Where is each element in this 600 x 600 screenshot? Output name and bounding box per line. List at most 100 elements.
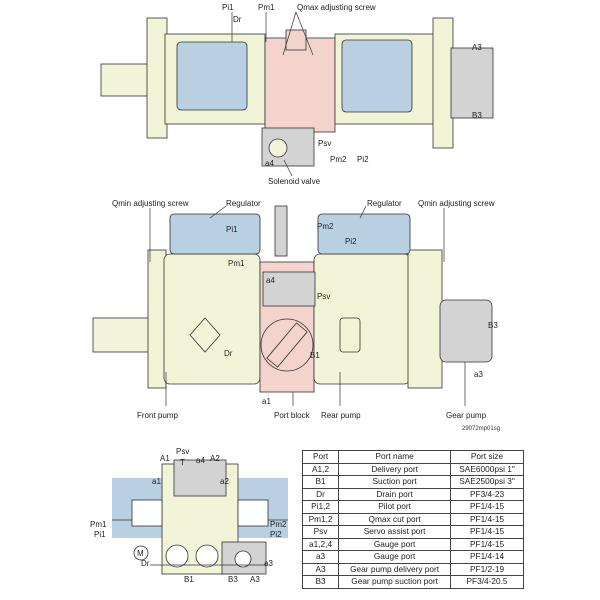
circuit-label-b1: B1 <box>184 575 194 584</box>
side-leader-regulator-left <box>209 205 227 219</box>
circuit-label-pi2: Pi2 <box>270 530 282 539</box>
cell-port: A3 <box>301 562 340 576</box>
cell-port-name: Gauge port <box>338 550 452 564</box>
circuit-label-pi1: Pi1 <box>94 530 106 539</box>
side-leader-regulator-right <box>359 205 367 219</box>
cell-port-name: Gauge port <box>338 537 452 551</box>
top-solenoid-body <box>261 127 315 167</box>
circuit-gear-pump <box>234 550 252 568</box>
cell-port-size: PF1/4-14 <box>450 550 524 564</box>
circuit-pump-rear <box>195 544 219 568</box>
side-flange-right <box>407 249 443 389</box>
top-regulator-rear <box>341 39 413 113</box>
side-regulator-rear <box>317 213 411 255</box>
side-solenoid-body <box>262 271 316 307</box>
side-view: Qmin adjusting screw Regulator Regulator… <box>92 199 500 432</box>
cell-port-name: Drain port <box>338 487 452 501</box>
top-label-b3: B3 <box>472 111 482 120</box>
cell-port-size: PF1/4-15 <box>450 500 524 514</box>
side-label-pm2: Pm2 <box>317 222 334 231</box>
cell-port-name: Servo assist port <box>338 525 452 539</box>
top-flange-right <box>432 17 454 149</box>
side-label-psv: Psv <box>317 292 330 301</box>
top-label-a4: a4 <box>265 159 274 168</box>
side-rear-pump-body <box>313 253 411 385</box>
top-label-a3: A3 <box>472 43 482 52</box>
top-gear-pump <box>450 47 494 119</box>
cell-port: B3 <box>301 575 340 589</box>
top-flange-left <box>146 17 168 139</box>
side-label-qmin-right: Qmin adjusting screw <box>418 199 495 208</box>
top-solenoid-coil <box>268 138 288 158</box>
header-port: Port <box>301 450 340 464</box>
hydraulic-circuit: Psv A1 T a4 A2 a1 a2 Pm1 Pi1 Pm2 Pi2 M D… <box>90 447 288 584</box>
top-view: Pi1 Pm1 Qmax adjusting screw Dr A3 B3 Ps… <box>100 3 494 186</box>
top-shaft <box>100 63 152 97</box>
cell-port-size: PF1/4-15 <box>450 512 524 526</box>
circuit-label-a4: a4 <box>196 456 205 465</box>
cell-port: A1,2 <box>301 462 340 476</box>
side-label-port-block: Port block <box>274 411 311 420</box>
circuit-label-a1-up: A1 <box>160 454 170 463</box>
side-label-regulator-right: Regulator <box>367 199 402 208</box>
side-gear-pump <box>439 299 493 363</box>
circuit-label-dr: Dr <box>141 559 150 568</box>
header-port-name: Port name <box>338 450 452 464</box>
cell-port: B1 <box>301 475 340 489</box>
side-regulator-front <box>169 213 261 255</box>
side-label-gear-pump: Gear pump <box>446 411 487 420</box>
top-label-dr: Dr <box>233 15 242 24</box>
cell-port-name: Suction port <box>338 475 452 489</box>
side-front-pump-body <box>163 253 261 385</box>
cell-port-size: PF3/4-20.5 <box>450 575 524 589</box>
circuit-label-t: T <box>180 458 185 467</box>
side-label-regulator-left: Regulator <box>226 199 261 208</box>
circuit-regulator-right <box>237 499 269 527</box>
cell-port-size: PF1/2-19 <box>450 562 524 576</box>
circuit-motor <box>133 545 149 561</box>
circuit-label-a3: a3 <box>264 559 273 568</box>
side-label-front-pump: Front pump <box>137 411 178 420</box>
cell-port: a3 <box>301 550 340 564</box>
side-label-pi1: Pi1 <box>226 225 238 234</box>
cell-port-name: Gear pump delivery port <box>338 562 452 576</box>
side-solenoid-stem <box>274 205 288 257</box>
side-label-a3: a3 <box>474 370 483 379</box>
cell-port-size: PF3/4-23 <box>450 487 524 501</box>
circuit-label-a1-low: a1 <box>152 477 161 486</box>
side-window-rear <box>339 317 361 353</box>
cell-port-size: SAE6000psi 1" <box>450 462 524 476</box>
cell-port-size: SAE2500psi 3" <box>450 475 524 489</box>
top-leader-solenoid <box>283 159 293 177</box>
circuit-label-b3: B3 <box>228 575 238 584</box>
side-label-rear-pump: Rear pump <box>321 411 361 420</box>
side-label-a4: a4 <box>266 276 275 285</box>
cell-port-size: PF1/4-15 <box>450 525 524 539</box>
cell-port: Pm1,2 <box>301 512 340 526</box>
circuit-label-a2-low: a2 <box>220 477 229 486</box>
cell-port-name: Delivery port <box>338 462 452 476</box>
circuit-label-pm2: Pm2 <box>270 520 287 529</box>
cell-port-size: PF1/4-15 <box>450 537 524 551</box>
cell-port-name: Gear pump suction port <box>338 575 452 589</box>
top-label-psv: Psv <box>318 139 331 148</box>
side-label-dr: Dr <box>224 349 233 358</box>
circuit-pump-front <box>165 544 189 568</box>
top-label-pi2: Pi2 <box>357 155 369 164</box>
cell-port: Pi1,2 <box>301 500 340 514</box>
side-label-b3: B3 <box>488 321 498 330</box>
table-header-row: Port Port name Port size <box>301 450 524 464</box>
circuit-label-a2-up: A2 <box>210 454 220 463</box>
side-flange-left <box>147 249 167 389</box>
top-label-pm2: Pm2 <box>330 155 347 164</box>
